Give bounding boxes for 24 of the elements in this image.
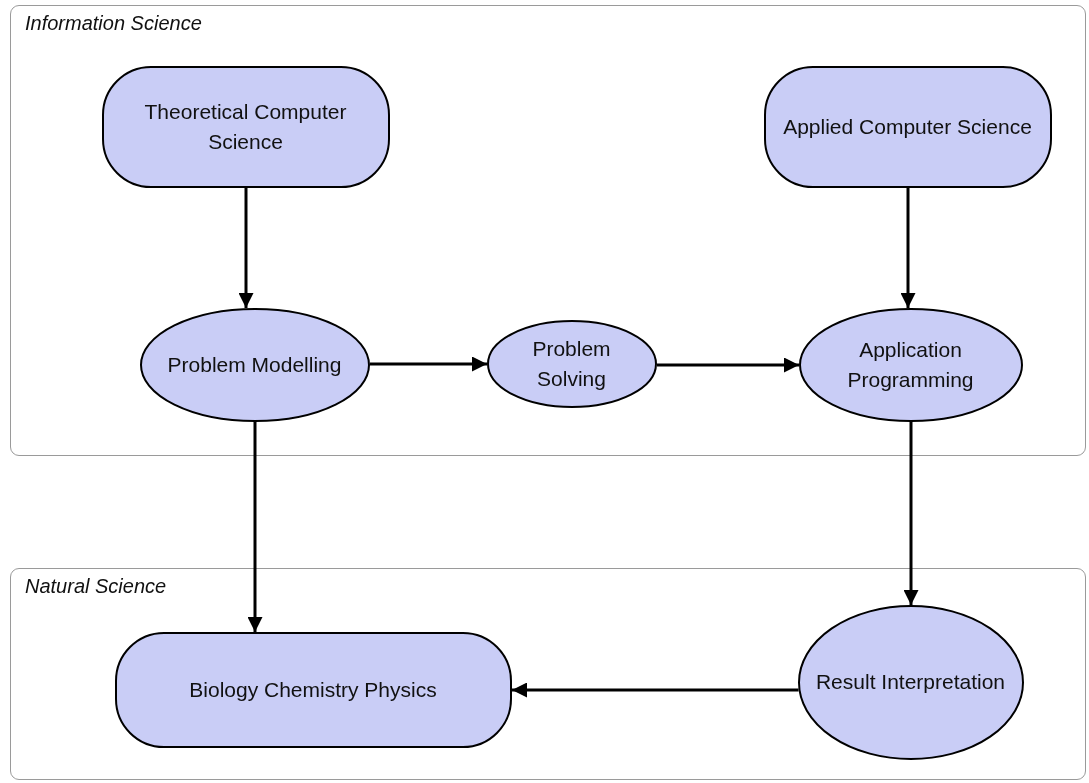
group-panel — [10, 568, 1086, 780]
process-ellipse — [798, 307, 1023, 422]
arrow — [238, 188, 254, 308]
group-panel — [10, 5, 1086, 456]
node-label: Application Programming — [846, 336, 975, 393]
node-label: Theoretical Computer Science — [143, 98, 348, 155]
panel-title: Information Science — [25, 12, 202, 35]
node-label: Problem Solving — [531, 335, 612, 392]
process-ellipse — [486, 319, 657, 408]
arrow — [512, 682, 799, 698]
arrow — [903, 422, 919, 605]
node-label: Applied Computer Science — [782, 113, 1033, 140]
panel-title: Natural Science — [25, 575, 167, 598]
arrow — [900, 188, 916, 308]
node-label: Problem Modelling — [166, 351, 343, 378]
node-label: Result Interpretation — [814, 669, 1007, 695]
rounded-box — [763, 65, 1052, 188]
arrow — [370, 356, 487, 372]
process-ellipse — [797, 604, 1024, 760]
arrow — [657, 357, 799, 373]
process-ellipse — [139, 307, 370, 422]
arrow — [247, 422, 263, 632]
node-label: Biology Chemistry Physics — [188, 676, 438, 703]
rounded-box — [101, 65, 390, 188]
